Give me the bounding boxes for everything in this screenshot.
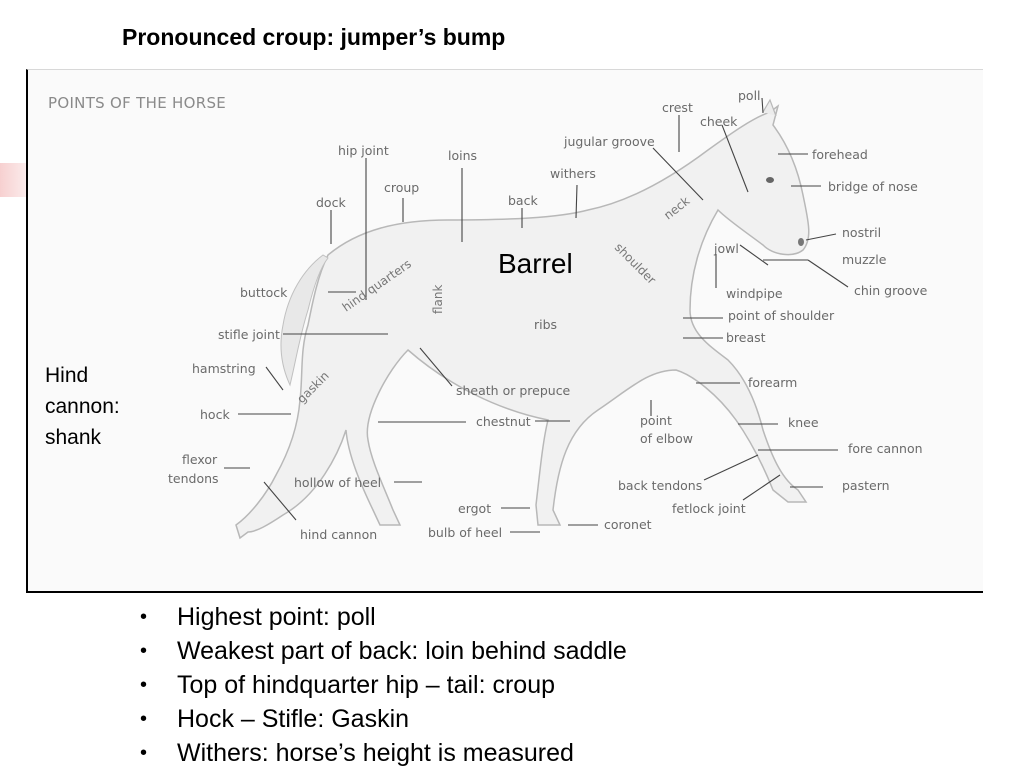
bullet-item: Hock – Stifle: Gaskin	[140, 702, 627, 736]
label-jowl: jowl	[713, 241, 739, 256]
label-forehead: forehead	[812, 147, 868, 162]
label-bridge-of-nose: bridge of nose	[828, 179, 918, 194]
label-poll: poll	[738, 88, 761, 103]
label-fore-cannon: fore cannon	[848, 441, 923, 456]
label-forearm: forearm	[748, 375, 797, 390]
label-coronet: coronet	[604, 517, 652, 532]
label-chin-groove: chin groove	[854, 283, 928, 298]
label-hip-joint: hip joint	[338, 143, 389, 158]
label-dock: dock	[316, 195, 346, 210]
label-stifle-joint: stifle joint	[218, 327, 280, 342]
label-chestnut: chestnut	[476, 414, 531, 429]
horse-nostril	[798, 238, 804, 246]
label-hind-cannon: hind cannon	[300, 527, 377, 542]
label-breast: breast	[726, 330, 766, 345]
horse-ear	[762, 98, 777, 117]
label-point-of-shoulder: point of shoulder	[728, 308, 835, 323]
label-fetlock-joint: fetlock joint	[672, 501, 746, 516]
bullet-item: Weakest part of back: loin behind saddle	[140, 634, 627, 668]
bullet-list: Highest point: poll Weakest part of back…	[140, 600, 627, 770]
label-flexor-tendons-line2: tendons	[168, 471, 219, 486]
label-loins: loins	[448, 148, 477, 163]
slide-title: Pronounced croup: jumper’s bump	[122, 24, 506, 50]
annotation-hind-cannon: Hind cannon: shank	[45, 364, 120, 449]
label-knee: knee	[788, 415, 819, 430]
bullet-item: Withers: horse’s height is measured	[140, 736, 627, 770]
label-withers: withers	[550, 166, 596, 181]
label-flank: flank	[431, 284, 445, 314]
label-sheath-or-prepuce: sheath or prepuce	[456, 383, 571, 398]
label-hamstring: hamstring	[192, 361, 256, 376]
label-windpipe: windpipe	[726, 286, 783, 301]
label-point-of-elbow-line2: of elbow	[640, 431, 693, 446]
diagram-heading: POINTS OF THE HORSE	[48, 94, 227, 112]
label-jugular-groove: jugular groove	[563, 134, 655, 149]
label-muzzle: muzzle	[842, 252, 887, 267]
label-back: back	[508, 193, 538, 208]
horse-eye	[766, 177, 774, 183]
label-back-tendons: back tendons	[618, 478, 702, 493]
horse-body	[235, 98, 810, 540]
label-nostril: nostril	[842, 225, 881, 240]
leader-lines	[224, 97, 849, 533]
bullet-item: Highest point: poll	[140, 600, 627, 634]
label-buttock: buttock	[240, 285, 288, 300]
label-hock: hock	[200, 407, 230, 422]
label-ribs: ribs	[534, 317, 557, 332]
label-pastern: pastern	[842, 478, 890, 493]
horse-illustration: poll crest cheek forehead jugular groove…	[168, 88, 928, 542]
label-croup: croup	[384, 180, 419, 195]
horse-diagram: poll crest cheek forehead jugular groove…	[26, 69, 983, 593]
bullet-item: Top of hindquarter hip – tail: croup	[140, 668, 627, 702]
label-bulb-of-heel: bulb of heel	[428, 525, 502, 540]
annotation-barrel: Barrel	[498, 248, 573, 279]
label-cheek: cheek	[700, 114, 738, 129]
label-ergot: ergot	[458, 501, 491, 516]
label-flexor-tendons-line1: flexor	[182, 452, 218, 467]
label-crest: crest	[662, 100, 693, 115]
label-point-of-elbow-line1: point	[640, 413, 672, 428]
label-hollow-of-heel: hollow of heel	[294, 475, 381, 490]
